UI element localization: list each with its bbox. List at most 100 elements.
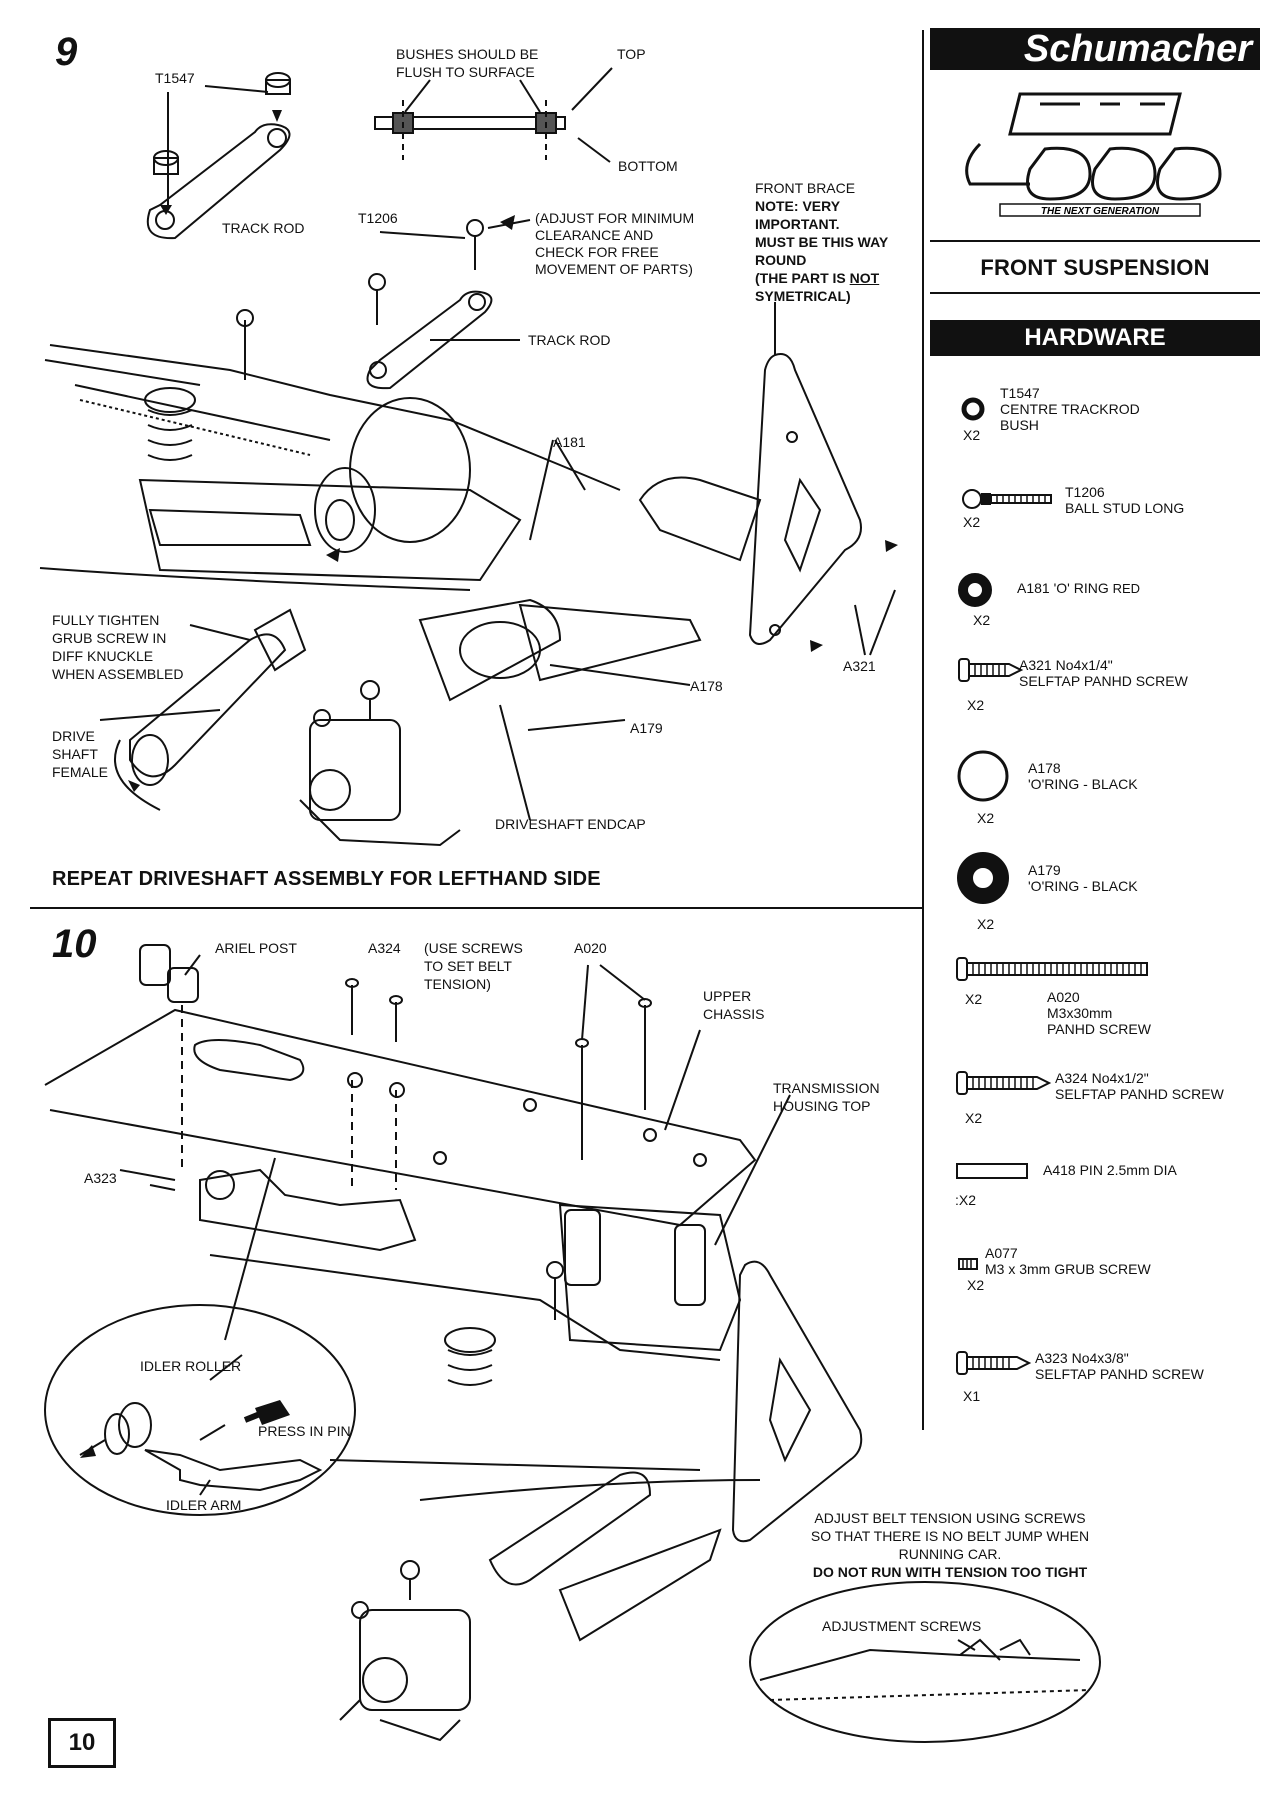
label-grub-3: DIFF KNUCKLE [52, 648, 154, 664]
label-bushes-2: FLUSH TO SURFACE [396, 64, 535, 80]
hardware-item-a323: A323 No4x3/8" SELFTAP PANHD SCREW X1 [955, 1348, 1260, 1408]
hardware-header: HARDWARE [930, 320, 1260, 356]
driveshaft-drawing [114, 608, 307, 811]
hardware-desc: CENTRE TRACKROD [1000, 401, 1140, 417]
label-trans-2: HOUSING TOP [773, 1098, 871, 1114]
bush-section-drawing [374, 67, 613, 163]
section-title: FRONT SUSPENSION [980, 255, 1210, 280]
page-number: 10 [48, 1718, 116, 1768]
cat-2000-logo: THE NEXT GENERATION [965, 92, 1222, 217]
hardware-code: A323 No4x3/8" [1035, 1350, 1129, 1366]
label-a179: A179 [630, 720, 663, 736]
hardware-code: A020 [1047, 989, 1080, 1005]
selftap-screw-short-icon [958, 658, 1024, 682]
hardware-code: T1547 [1000, 385, 1040, 401]
label-t1547: T1547 [155, 70, 195, 86]
label-drive-1: DRIVE [52, 728, 95, 744]
label-adjust-3: CHECK FOR FREE [535, 244, 659, 260]
logo-tagline: THE NEXT GENERATION [1041, 206, 1160, 217]
hardware-desc: 'O'RING - BLACK [1028, 776, 1138, 792]
label-front-brace: FRONT BRACE [755, 180, 856, 196]
label-a321: A321 [843, 658, 876, 674]
repeat-instruction: REPEAT DRIVESHAFT ASSEMBLY FOR LEFTHAND … [52, 868, 601, 890]
label-t1206: T1206 [358, 210, 398, 226]
o-ring-red-icon [958, 573, 992, 607]
note-line-5: (THE PART IS NOT [755, 270, 879, 287]
hardware-qty: X2 [973, 612, 991, 628]
label-adjustment-screws: ADJUSTMENT SCREWS [822, 1618, 982, 1634]
label-adjust-2: CLEARANCE AND [535, 227, 654, 243]
label-a178: A178 [690, 678, 723, 694]
label-track-rod-1: TRACK ROD [222, 220, 305, 236]
idler-detail-arm [144, 1449, 323, 1492]
hardware-desc: RED [1112, 581, 1141, 596]
wishbone-drawing [518, 603, 702, 682]
hardware-qty: :X2 [955, 1192, 977, 1208]
pin-icon [956, 1163, 1028, 1179]
hardware-desc: BUSH [1000, 417, 1039, 433]
ball-stud-drawing [368, 219, 531, 325]
o-ring-thick-icon [957, 852, 1009, 904]
hardware-code-desc: A181 'O' RING RED [1017, 580, 1140, 597]
selftap-screw-medium-icon [956, 1071, 1052, 1095]
label-idler-roller: IDLER ROLLER [140, 1358, 242, 1374]
a324-screws-drawing [345, 978, 403, 1190]
label-a181: A181 [553, 434, 586, 450]
hardware-qty: X1 [963, 1388, 981, 1404]
hardware-item-a418: A418 PIN 2.5mm DIA :X2 [955, 1160, 1260, 1210]
front-brace-step10-drawing [731, 1260, 863, 1543]
o-ring-thin-icon [957, 750, 1009, 802]
idler-detail-ellipse [44, 1304, 356, 1516]
note-line-6: SYMETRICAL) [755, 288, 851, 304]
hardware-desc: BALL STUD LONG [1065, 500, 1185, 516]
hardware-code: A418 PIN 2.5mm DIA [1043, 1162, 1177, 1178]
hardware-item-t1206: T1206 BALL STUD LONG X2 [955, 480, 1260, 540]
label-a324: A324 [368, 940, 401, 956]
label-press-pin: PRESS IN PIN [258, 1423, 351, 1439]
label-drive-3: FEMALE [52, 764, 109, 780]
label-use-1: (USE SCREWS [424, 940, 523, 956]
hardware-code: A324 No4x1/2" [1055, 1070, 1149, 1086]
label-upper-1: UPPER [703, 988, 752, 1004]
hardware-qty: X2 [977, 810, 995, 826]
front-brace-drawing [748, 353, 862, 645]
hardware-qty: X2 [963, 427, 981, 443]
hardware-item-a179: A179 'O'RING - BLACK X2 [955, 850, 1260, 932]
title-top-rule [930, 240, 1260, 242]
label-a020: A020 [574, 940, 607, 956]
label-top: TOP [617, 46, 646, 62]
label-a323: A323 [84, 1170, 117, 1186]
label-adjust-1: (ADJUST FOR MINIMUM [535, 210, 695, 226]
label-adjust-4: MOVEMENT OF PARTS) [535, 261, 693, 277]
selftap-screw-small-icon [956, 1351, 1032, 1375]
label-use-2: TO SET BELT [424, 958, 512, 974]
hardware-code: A178 [1028, 760, 1061, 776]
track-rod-upper-drawing [146, 123, 291, 240]
step-divider [30, 907, 922, 909]
hardware-code: T1206 [1065, 484, 1105, 500]
note-line-4: ROUND [755, 252, 807, 268]
hardware-qty: X2 [963, 514, 981, 530]
ball-stud-icon [962, 489, 1052, 509]
ariel-post-drawing [139, 944, 201, 1170]
hardware-item-a324: A324 No4x1/2" SELFTAP PANHD SCREW X2 [955, 1068, 1260, 1128]
hardware-item-t1547: T1547 CENTRE TRACKROD BUSH X2 [955, 385, 1260, 455]
label-use-3: TENSION) [424, 976, 491, 992]
note-line-2: IMPORTANT. [755, 216, 840, 232]
hub-carrier-drawing [299, 598, 562, 847]
hardware-item-a178: A178 'O'RING - BLACK X2 [955, 748, 1260, 828]
label-idler-arm: IDLER ARM [166, 1497, 242, 1513]
belt-note-2: SO THAT THERE IS NO BELT JUMP WHEN [810, 1528, 1090, 1544]
note-line-5-not: NOT [849, 270, 880, 286]
label-trans-1: TRANSMISSION [773, 1080, 880, 1096]
spring-drawing [144, 309, 254, 461]
hardware-desc: SELFTAP PANHD SCREW [1035, 1366, 1204, 1382]
brand-logo-bar: Schumacher [930, 28, 1260, 70]
driveshaft-step10-drawing [488, 1471, 652, 1586]
note-line-1: NOTE: VERY [755, 198, 841, 214]
hardware-desc: 'O'RING - BLACK [1028, 878, 1138, 894]
label-bushes-1: BUSHES SHOULD BE [396, 46, 539, 62]
hardware-desc: SELFTAP PANHD SCREW [1019, 673, 1188, 689]
hardware-qty: X2 [967, 697, 985, 713]
